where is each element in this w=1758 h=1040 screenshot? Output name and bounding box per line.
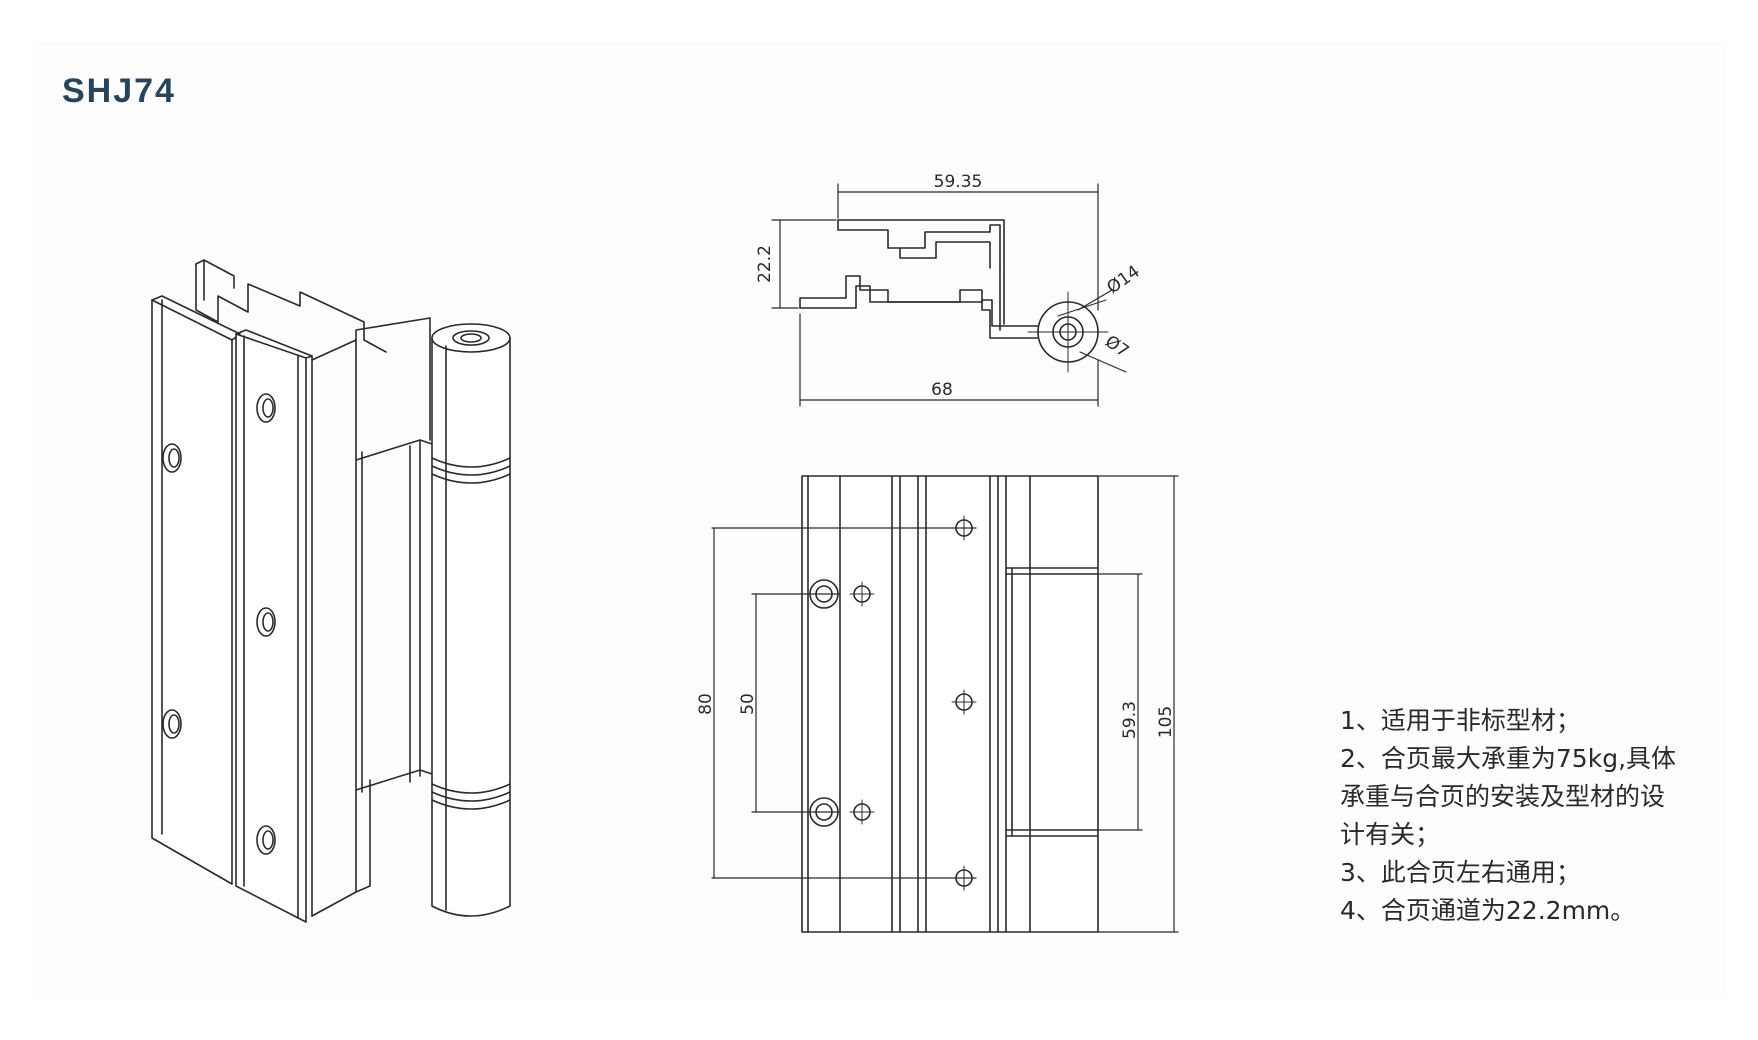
spec-notes: 1、适用于非标型材； 2、合页最大承重为75kg,具体 承重与合页的安装及型材的…	[1340, 702, 1676, 930]
dim-top-width-label: 59.35	[934, 172, 983, 192]
dim-knuckle-length-label: 59.3	[1120, 701, 1140, 739]
note-line: 4、合页通道为22.2mm。	[1340, 896, 1636, 925]
note-line: 3、此合页左右通用；	[1340, 858, 1581, 887]
dim-overall-height-label: 105	[1156, 706, 1176, 738]
dim-knuckle-diameter-label: Ø14	[1103, 262, 1143, 298]
top-profile-view	[771, 183, 1127, 407]
note-line: 计有关；	[1340, 820, 1441, 849]
dim-outer-spacing-label: 80	[696, 693, 716, 715]
dim-inner-spacing-label: 50	[738, 693, 758, 715]
hinge-3d-view	[151, 259, 511, 923]
front-elevation-view	[711, 475, 1179, 933]
dim-pin-diameter-label: Ø7	[1101, 332, 1132, 362]
product-model-title: SHJ74	[62, 72, 176, 110]
dim-channel-height-label: 22.2	[755, 245, 775, 283]
dim-overall-width-label: 68	[931, 380, 953, 400]
note-line: 承重与合页的安装及型材的设	[1340, 782, 1666, 811]
note-line: 1、适用于非标型材；	[1340, 706, 1581, 735]
note-line: 2、合页最大承重为75kg,具体	[1340, 744, 1677, 773]
